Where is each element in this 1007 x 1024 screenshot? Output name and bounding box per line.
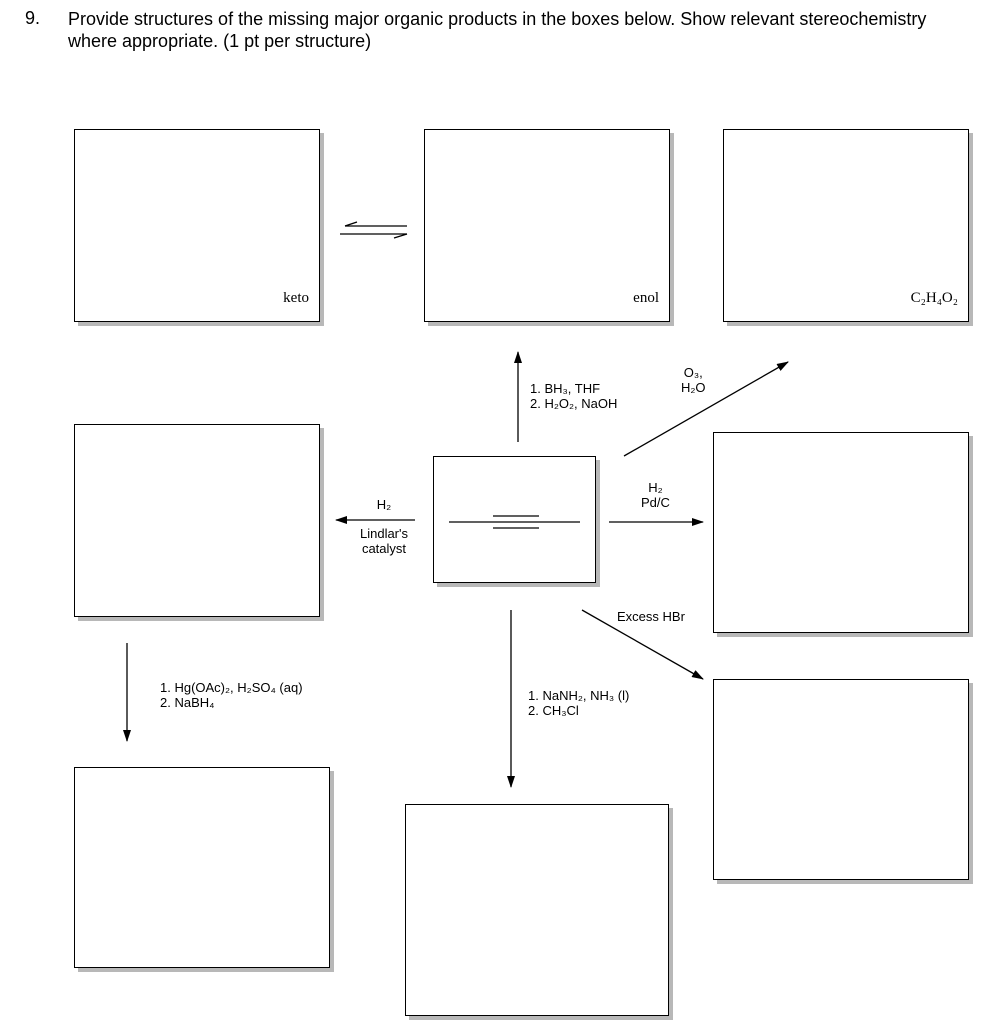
question-number: 9.: [25, 8, 41, 28]
enol-label: enol: [633, 290, 659, 306]
lindlar-catalyst-1: Lindlar's: [359, 526, 408, 541]
hydroboration-step-2: 2. H₂O₂, NaOH: [530, 396, 618, 411]
hbr-conditions: Excess HBr: [617, 609, 685, 624]
hbr-product-box[interactable]: [713, 679, 969, 880]
ozonolysis-reagent-1: O₃,: [683, 365, 703, 380]
hydrogenation-catalyst: Pd/C: [641, 495, 670, 510]
oxymercuration-step-1: 1. Hg(OAc)₂, H₂SO₄ (aq): [160, 680, 303, 695]
ozonolysis-product-box[interactable]: C₂H₄O₂: [723, 129, 969, 322]
ozonolysis-conditions: O₃, H₂O: [681, 365, 706, 395]
lindlar-product-box[interactable]: [74, 424, 320, 617]
oxymercuration-conditions: 1. Hg(OAc)₂, H₂SO₄ (aq) 2. NaBH₄: [160, 680, 303, 710]
alkylation-step-2: 2. CH₃Cl: [528, 703, 579, 718]
lindlar-reagent: H₂: [376, 497, 392, 512]
hydroboration-conditions: 1. BH₃, THF 2. H₂O₂, NaOH: [530, 381, 617, 411]
keto-label: keto: [283, 290, 309, 306]
starting-material-box: [433, 456, 596, 583]
ozonolysis-arrow: [623, 361, 789, 457]
equilibrium-arrow: [340, 221, 408, 239]
lindlar-conditions: H₂ Lindlar's catalyst: [354, 497, 414, 556]
lindlar-catalyst-2: catalyst: [361, 541, 407, 556]
ozonolysis-reagent-2: H₂O: [681, 380, 706, 395]
formula-label: C₂H₄O₂: [910, 290, 958, 306]
enol-box[interactable]: enol: [424, 129, 670, 322]
question-text: Provide structures of the missing major …: [68, 9, 927, 51]
hydrogenation-reagent: H₂: [648, 480, 663, 495]
oxymercuration-product-box[interactable]: [74, 767, 330, 968]
hbr-arrow: [581, 609, 704, 680]
alkylation-product-box[interactable]: [405, 804, 669, 1016]
hydrogenation-product-box[interactable]: [713, 432, 969, 633]
oxymercuration-step-2: 2. NaBH₄: [160, 695, 215, 710]
alkyne-structure: [449, 515, 580, 529]
hydroboration-step-1: 1. BH₃, THF: [530, 381, 601, 396]
hydrogenation-conditions: H₂ Pd/C: [641, 480, 670, 510]
alkylation-conditions: 1. NaNH₂, NH₃ (l) 2. CH₃Cl: [528, 688, 629, 718]
alkylation-step-1: 1. NaNH₂, NH₃ (l): [528, 688, 630, 703]
keto-box[interactable]: keto: [74, 129, 320, 322]
